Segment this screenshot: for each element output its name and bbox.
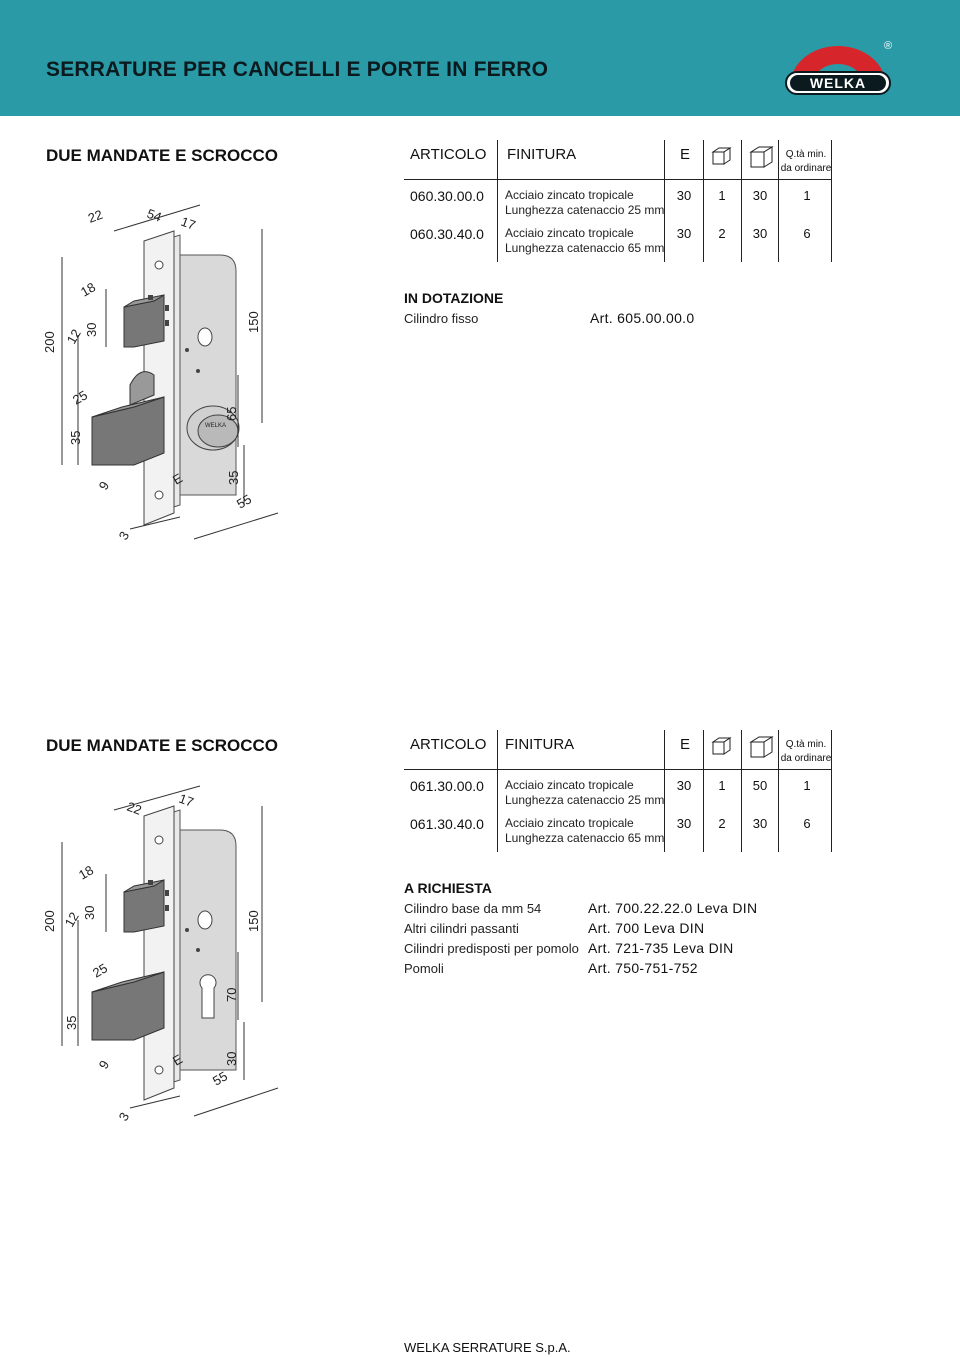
extra-item-art: Art. 721-735 Leva DIN (588, 940, 734, 956)
svg-text:200: 200 (42, 331, 57, 353)
col-e-header-2: E (680, 736, 691, 753)
svg-text:30: 30 (224, 1052, 239, 1066)
box-icon (711, 147, 732, 165)
row1-finitura: Acciaio zincato tropicale Lunghezza cate… (505, 188, 665, 217)
extra-item-label: Cilindri predisposti per pomolo (404, 941, 579, 956)
extra-item-label: Altri cilindri passanti (404, 921, 519, 936)
svg-text:12: 12 (64, 326, 84, 346)
col-finitura-header-2: FINITURA (505, 736, 575, 753)
a-richiesta-title: A RICHIESTA (404, 880, 492, 896)
svg-text:65: 65 (224, 407, 239, 421)
row3-qta: 1 (803, 778, 811, 793)
svg-text:17: 17 (177, 791, 196, 810)
row3-finitura: Acciaio zincato tropicale Lunghezza cate… (505, 778, 665, 807)
row4-articolo: 061.30.40.0 (410, 816, 484, 832)
row4-box: 2 (718, 816, 726, 831)
svg-text:55: 55 (210, 1068, 230, 1088)
svg-text:18: 18 (78, 279, 98, 299)
col-qta-header: Q.tà min. da ordinare (776, 148, 836, 176)
row2-box: 2 (718, 226, 726, 241)
row3-articolo: 061.30.00.0 (410, 778, 484, 794)
row4-finitura: Acciaio zincato tropicale Lunghezza cate… (505, 816, 665, 845)
col-e-header: E (680, 146, 691, 163)
svg-text:3: 3 (116, 1110, 133, 1124)
svg-text:3: 3 (116, 529, 133, 543)
lock-drawing-1: WELKA 22 54 17 18 200 12 30 150 25 35 65… (42, 204, 279, 543)
svg-text:30: 30 (84, 323, 99, 337)
svg-text:35: 35 (68, 431, 83, 445)
svg-text:WELKA: WELKA (205, 423, 226, 429)
extra-item-art: Art. 700 Leva DIN (588, 920, 705, 936)
row1-qta: 1 (803, 188, 811, 203)
svg-text:70: 70 (224, 988, 239, 1002)
col-articolo-header: ARTICOLO (410, 146, 487, 163)
svg-text:35: 35 (226, 471, 241, 485)
qta-line1: Q.tà min. (785, 739, 827, 750)
box-icon (711, 737, 732, 755)
row2-carton: 30 (752, 226, 768, 241)
svg-text:25: 25 (70, 387, 90, 407)
svg-text:9: 9 (96, 1058, 113, 1072)
page-title: SERRATURE PER CANCELLI E PORTE IN FERRO (46, 58, 549, 81)
extra-item-art: Art. 750-751-752 (588, 960, 698, 976)
carton-icon (749, 146, 774, 168)
row4-e: 30 (676, 816, 692, 831)
welka-logo: WELKA (785, 46, 891, 95)
svg-text:WELKA: WELKA (810, 75, 866, 91)
carton-icon (749, 736, 774, 758)
svg-text:200: 200 (42, 910, 57, 932)
row4-carton: 30 (752, 816, 768, 831)
svg-text:150: 150 (246, 311, 261, 333)
svg-text:9: 9 (96, 479, 113, 493)
svg-text:22: 22 (125, 799, 144, 818)
svg-text:35: 35 (64, 1016, 79, 1030)
extra-item-art: Art. 605.00.00.0 (590, 310, 695, 326)
registered-mark: ® (884, 40, 893, 52)
svg-text:12: 12 (62, 909, 82, 929)
row2-articolo: 060.30.40.0 (410, 226, 484, 242)
extra-item-art: Art. 700.22.22.0 Leva DIN (588, 900, 758, 916)
extra-item-label: Cilindro base da mm 54 (404, 901, 542, 916)
lock-drawing-2: 22 17 18 200 12 30 150 25 70 35 9 E 30 5… (42, 785, 279, 1124)
qta-line1: Q.tà min. (785, 149, 827, 160)
row3-box: 1 (718, 778, 726, 793)
svg-text:22: 22 (86, 207, 105, 226)
row2-qta: 6 (803, 226, 811, 241)
svg-text:25: 25 (90, 960, 110, 980)
page-header: SERRATURE PER CANCELLI E PORTE IN FERRO … (0, 0, 960, 116)
svg-text:54: 54 (145, 206, 164, 225)
row1-articolo: 060.30.00.0 (410, 188, 484, 204)
in-dotazione-title: IN DOTAZIONE (404, 290, 504, 306)
col-qta-header-2: Q.tà min. da ordinare (776, 738, 836, 766)
row4-qta: 6 (803, 816, 811, 831)
row2-e: 30 (676, 226, 692, 241)
qta-line2: da ordinare (780, 163, 832, 174)
section2-title: DUE MANDATE E SCROCCO (46, 736, 279, 755)
row1-carton: 30 (752, 188, 768, 203)
col-articolo-header-2: ARTICOLO (410, 736, 487, 753)
svg-text:18: 18 (76, 862, 96, 882)
svg-text:150: 150 (246, 910, 261, 932)
svg-text:30: 30 (82, 906, 97, 920)
qta-line2: da ordinare (780, 753, 832, 764)
row3-e: 30 (676, 778, 692, 793)
svg-text:17: 17 (179, 214, 198, 233)
svg-text:55: 55 (234, 491, 254, 511)
extra-item-label: Pomoli (404, 961, 444, 976)
footer-company: WELKA SERRATURE S.p.A. (404, 1340, 571, 1355)
row2-finitura: Acciaio zincato tropicale Lunghezza cate… (505, 226, 665, 255)
row3-carton: 50 (752, 778, 768, 793)
row1-e: 30 (676, 188, 692, 203)
col-finitura-header: FINITURA (507, 146, 577, 163)
section1-title: DUE MANDATE E SCROCCO (46, 146, 279, 165)
row1-box: 1 (718, 188, 726, 203)
extra-item-label: Cilindro fisso (404, 311, 479, 326)
